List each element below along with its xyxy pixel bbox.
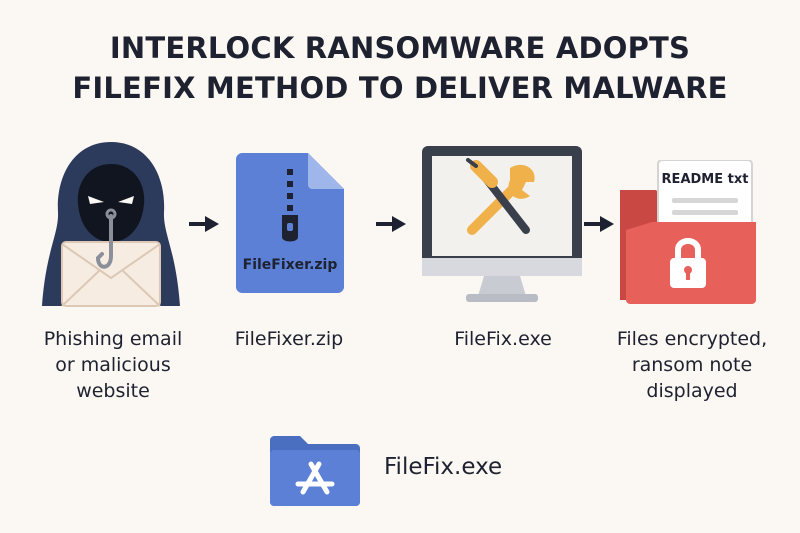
caption-line: website bbox=[76, 380, 150, 402]
caption-line: displayed bbox=[646, 380, 738, 402]
arrow-icon bbox=[189, 216, 219, 232]
arrow-icon bbox=[376, 216, 406, 232]
caption-line: FileFix.exe bbox=[454, 328, 552, 350]
caption-line: Files encrypted, bbox=[616, 328, 768, 350]
zip-file-label: FileFixer.zip bbox=[242, 257, 338, 273]
page-title: INTERLOCK RANSOMWARE ADOPTS FILEFIX METH… bbox=[0, 28, 800, 108]
stage-caption: Phishing email or malicious website bbox=[18, 326, 208, 404]
caption-line: FileFixer.zip bbox=[234, 328, 344, 350]
caption-line: Phishing email bbox=[43, 328, 183, 350]
stage-caption: FileFixer.zip bbox=[214, 326, 364, 352]
caption-line: or malicious bbox=[55, 354, 171, 376]
stage-caption: Files encrypted, ransom note displayed bbox=[594, 326, 790, 404]
locked-folder-shape bbox=[620, 160, 756, 304]
hooded-hacker-phishing-icon bbox=[42, 142, 180, 307]
locked-folder-icon: README txt bbox=[616, 160, 760, 305]
app-folder-icon bbox=[270, 436, 360, 506]
monitor-tools-icon bbox=[422, 146, 582, 302]
title-line-2: FILEFIX METHOD TO DELIVER MALWARE bbox=[72, 71, 728, 105]
bottom-file-label: FileFix.exe bbox=[384, 454, 503, 480]
title-line-1: INTERLOCK RANSOMWARE ADOPTS bbox=[109, 31, 691, 65]
zip-file-icon: FileFixer.zip bbox=[236, 153, 344, 293]
zip-file-shape bbox=[236, 153, 344, 293]
caption-line: ransom note bbox=[631, 354, 753, 376]
readme-note-label: README txt bbox=[661, 172, 749, 187]
stage-caption: FileFix.exe bbox=[428, 326, 578, 352]
arrow-icon bbox=[584, 216, 614, 232]
